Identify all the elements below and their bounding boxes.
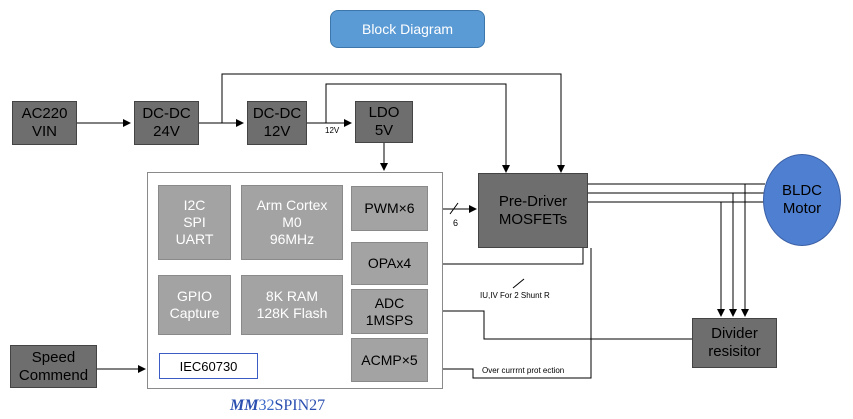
iec60730-block: IEC60730 [159, 353, 258, 379]
label-six: 6 [453, 218, 459, 228]
dcdc-24v-block: DC-DC 24V [134, 101, 199, 145]
shunt-slash [512, 278, 525, 289]
12v-to-predriver [325, 83, 510, 173]
divider-resistor-block: Divider resisitor [692, 318, 777, 368]
ram-flash-block: 8K RAM 128K Flash [241, 275, 343, 335]
label-overcurrent: Over currrnt prot ection [482, 366, 565, 375]
bldc-motor: BLDC Motor [763, 154, 841, 246]
opa-block: OPAx4 [351, 242, 428, 285]
shunt-to-opa [431, 248, 584, 268]
adc-block: ADC 1MSPS [351, 289, 428, 334]
bus-slash [449, 202, 459, 215]
ac220-vin-block: AC220 VIN [12, 101, 77, 145]
gpio-capture-block: GPIO Capture [158, 275, 231, 335]
pwm-block: PWM×6 [351, 186, 428, 231]
overcurrent-to-acmp [431, 248, 592, 379]
label-shunt: IU,IV For 2 Shunt R [480, 291, 550, 300]
predriver-mosfets-block: Pre-Driver MOSFETs [478, 173, 588, 248]
ldo-5v-block: LDO 5V [355, 101, 413, 143]
mm32spin27-logo: MM32SPIN27 [230, 397, 326, 414]
i2c-spi-uart-block: I2C SPI UART [158, 185, 231, 260]
acmp-block: ACMP×5 [351, 338, 428, 382]
divider-to-adc [431, 307, 692, 340]
24v-to-predriver [221, 73, 565, 173]
block-diagram-title: Block Diagram [330, 10, 485, 48]
speed-command-block: Speed Commend [10, 345, 97, 388]
dcdc-12v-block: DC-DC 12V [247, 101, 307, 145]
arm-cortex-block: Arm Cortex M0 96MHz [241, 185, 343, 260]
label-12v: 12V [325, 126, 340, 135]
